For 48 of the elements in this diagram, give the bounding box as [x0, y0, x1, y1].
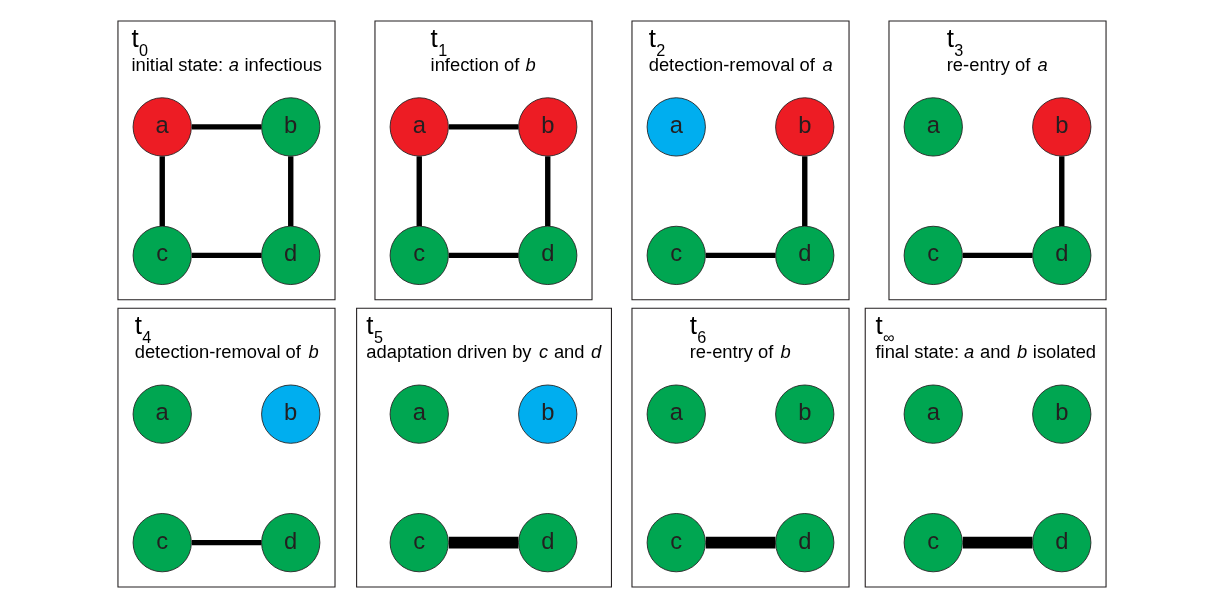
node-circle: d [517, 513, 577, 573]
connector [801, 156, 807, 227]
node-circle: c [389, 513, 449, 573]
node-circle: c [132, 225, 192, 285]
connector [191, 539, 261, 546]
node-circle: c [903, 225, 963, 285]
connector [544, 156, 550, 227]
node-circle: c [646, 225, 706, 285]
node-circle: d [517, 225, 577, 285]
node-circle: b [517, 384, 577, 444]
node-circle: a [389, 97, 449, 157]
node-circle: d [774, 225, 834, 285]
connector [1058, 156, 1064, 227]
node-circle: a [132, 97, 192, 157]
connector [962, 252, 1032, 259]
node-circle: b [774, 384, 834, 444]
node-circle: d [1031, 225, 1091, 285]
node-circle: a [389, 384, 449, 444]
connector [287, 156, 293, 227]
node-circle: d [774, 513, 834, 573]
node-circle: d [1031, 513, 1091, 573]
node-circle: a [646, 97, 706, 157]
node-circle: b [517, 97, 577, 157]
connector [416, 156, 422, 227]
connector [448, 252, 518, 259]
connector [448, 536, 518, 549]
node-circle: b [260, 384, 320, 444]
connector [962, 536, 1032, 549]
node-circle: b [1031, 97, 1091, 157]
node-circle: a [903, 97, 963, 157]
node-circle: b [774, 97, 834, 157]
node-circle: c [646, 513, 706, 573]
node-circle: b [1031, 384, 1091, 444]
connector [705, 252, 775, 259]
node-circle: c [903, 513, 963, 573]
node-circle: a [903, 384, 963, 444]
connector [191, 124, 261, 130]
node-circle: d [260, 513, 320, 573]
node-circle: d [260, 225, 320, 285]
node-circle: a [646, 384, 706, 444]
connector [191, 252, 261, 259]
connector [705, 536, 775, 549]
node-circle: c [132, 513, 192, 573]
connector [159, 156, 165, 227]
node-circle: b [260, 97, 320, 157]
connector [448, 124, 518, 130]
node-circle: a [132, 384, 192, 444]
node-circle: c [389, 225, 449, 285]
